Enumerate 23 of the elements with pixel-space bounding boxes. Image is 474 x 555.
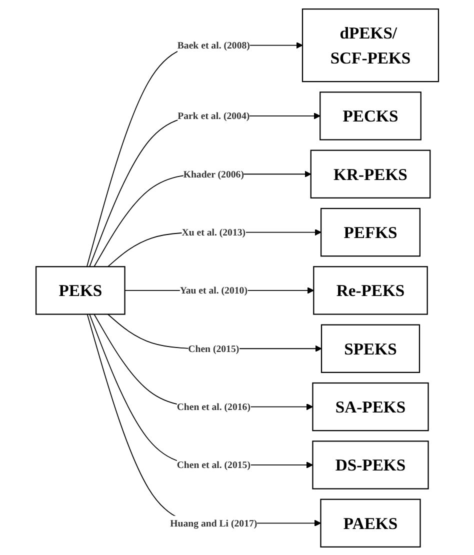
node-box: Re-PEKS	[312, 266, 428, 314]
node-box: DS-PEKS	[312, 440, 429, 489]
node-box: dPEKS/ SCF-PEKS	[302, 8, 439, 82]
node-box: PAEKS	[320, 498, 421, 547]
edge-label: Chen (2015)	[188, 342, 239, 354]
node-box: KR-PEKS	[310, 149, 430, 198]
arrow	[93, 170, 311, 267]
arrow	[86, 41, 303, 267]
edge-label: Huang and Li (2017)	[170, 516, 257, 528]
node-box: PEFKS	[320, 207, 420, 256]
node-box: SA-PEKS	[312, 382, 429, 431]
arrow	[88, 313, 313, 468]
edge-label: Chen et al. (2015)	[176, 458, 250, 470]
edge-label: Yau et al. (2010)	[180, 284, 248, 296]
arrow	[93, 313, 313, 410]
edge-label: Baek et al. (2008)	[177, 38, 250, 50]
edge-label: Park et al. (2004)	[177, 110, 250, 121]
edge-label: Chen et al. (2016)	[176, 400, 250, 412]
edge-label: Xu et al. (2013)	[181, 226, 246, 238]
node-box: SPEKS	[320, 324, 420, 372]
node-box: PECKS	[319, 91, 422, 140]
node-box: PEKS	[35, 266, 126, 314]
edge-label: Khader (2006)	[183, 168, 244, 180]
